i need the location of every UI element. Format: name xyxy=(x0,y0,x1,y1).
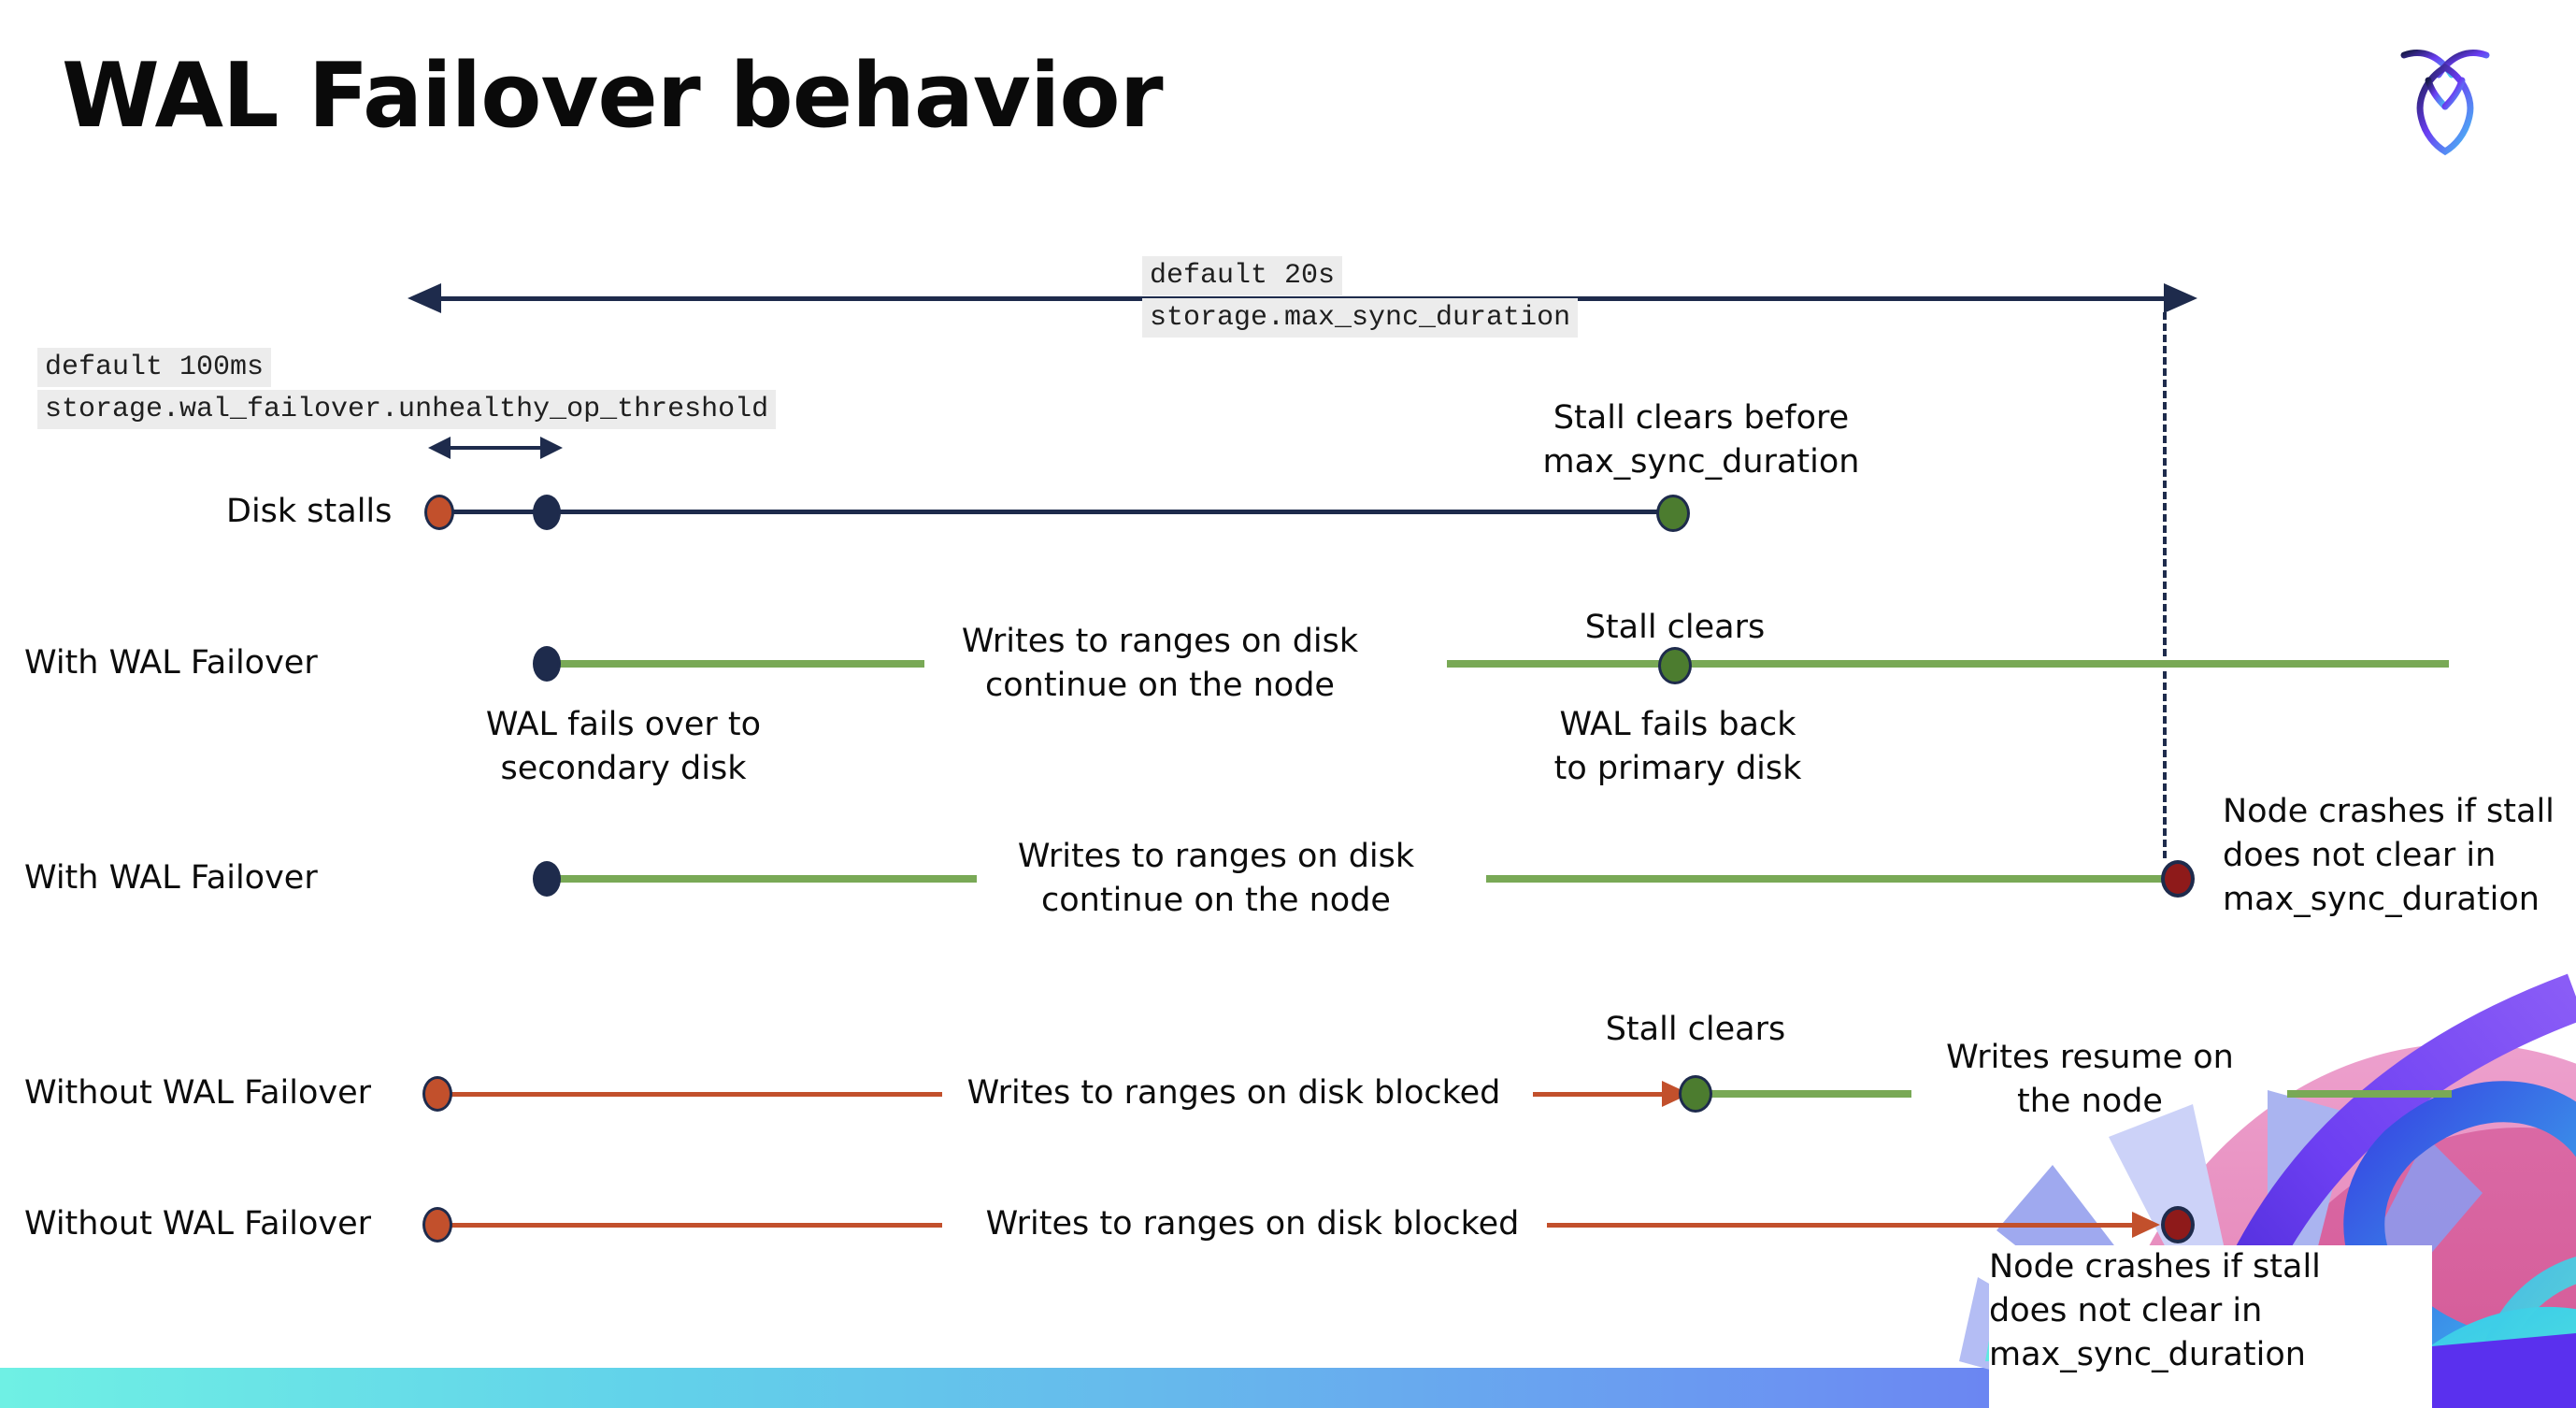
threshold-default-value: default 100ms xyxy=(37,348,272,387)
writes-continue-note: Writes to ranges on disk continue on the… xyxy=(961,623,1359,704)
arrowhead-left-icon xyxy=(408,283,441,313)
row-label-with-wal-failover-2: With WAL Failover xyxy=(24,859,318,897)
writes-blocked-note: Writes to ranges on disk blocked xyxy=(985,1205,1520,1243)
stall-clears-before-note: Stall clears before max_sync_duration xyxy=(1542,399,1860,481)
arrowhead-right-icon xyxy=(540,437,563,459)
cockroachdb-logo-icon xyxy=(2400,50,2490,156)
stall-start-dot xyxy=(424,495,454,530)
failover-dot xyxy=(533,646,561,682)
wal-failover-note: WAL fails over to secondary disk xyxy=(485,706,762,787)
threshold-setting-name: storage.wal_failover.unhealthy_op_thresh… xyxy=(37,390,777,429)
stall-start-dot xyxy=(422,1076,452,1112)
writes-continue-line-2 xyxy=(1447,660,2449,668)
row-label-disk-stalls: Disk stalls xyxy=(226,493,393,530)
writes-blocked-line xyxy=(451,1223,942,1228)
node-crash-note: Node crashes if stall does not clear in … xyxy=(1989,1248,2321,1373)
threshold-dot xyxy=(533,495,561,530)
writes-resume-note: Writes resume on the node xyxy=(1946,1039,2234,1120)
stall-clear-dot xyxy=(1658,647,1692,684)
failover-dot xyxy=(533,861,561,897)
stall-clear-dot xyxy=(1656,495,1690,532)
stall-clears-note: Stall clears xyxy=(1605,1011,1786,1048)
wal-failback-note: WAL fails back to primary disk xyxy=(1553,706,1802,787)
writes-continue-line-2 xyxy=(1486,875,2164,883)
row-label-with-wal-failover-1: With WAL Failover xyxy=(24,644,318,682)
writes-blocked-line-2 xyxy=(1547,1223,2136,1228)
writes-blocked-note: Writes to ranges on disk blocked xyxy=(966,1074,1501,1112)
writes-resume-line-2 xyxy=(2287,1090,2452,1098)
node-crash-dot xyxy=(2161,1206,2195,1243)
writes-resume-line xyxy=(1709,1090,1911,1098)
writes-continue-note: Writes to ranges on disk continue on the… xyxy=(1017,838,1415,919)
node-crash-note-box: Node crashes if stall does not clear in … xyxy=(1989,1245,2432,1408)
disk-stall-timeline xyxy=(439,510,1673,514)
max-sync-duration-label: default 20s storage.max_sync_duration xyxy=(1142,256,1579,340)
red-arrowhead-icon xyxy=(2132,1212,2160,1238)
threshold-arrow-line xyxy=(447,446,544,450)
node-crash-dot xyxy=(2161,860,2195,898)
arrowhead-left-icon xyxy=(428,437,451,459)
unhealthy-op-threshold-label: default 100ms storage.wal_failover.unhea… xyxy=(37,348,777,432)
max-sync-setting-name: storage.max_sync_duration xyxy=(1142,298,1579,338)
row-label-without-wal-failover-1: Without WAL Failover xyxy=(24,1074,372,1112)
max-sync-default-value: default 20s xyxy=(1142,256,1343,295)
writes-continue-line xyxy=(558,660,924,668)
max-sync-timeout-dashed-line xyxy=(2163,312,2167,858)
arrowhead-right-icon xyxy=(2164,283,2197,313)
writes-continue-line xyxy=(558,875,977,883)
stall-clear-dot xyxy=(1679,1075,1712,1113)
writes-blocked-line xyxy=(451,1092,942,1097)
page-title: WAL Failover behavior xyxy=(62,45,1164,148)
row-label-without-wal-failover-2: Without WAL Failover xyxy=(24,1205,372,1243)
writes-blocked-line-2 xyxy=(1533,1092,1666,1097)
node-crash-note: Node crashes if stall does not clear in … xyxy=(2223,793,2555,918)
stall-clears-note: Stall clears xyxy=(1584,609,1766,646)
stall-start-dot xyxy=(422,1207,452,1243)
